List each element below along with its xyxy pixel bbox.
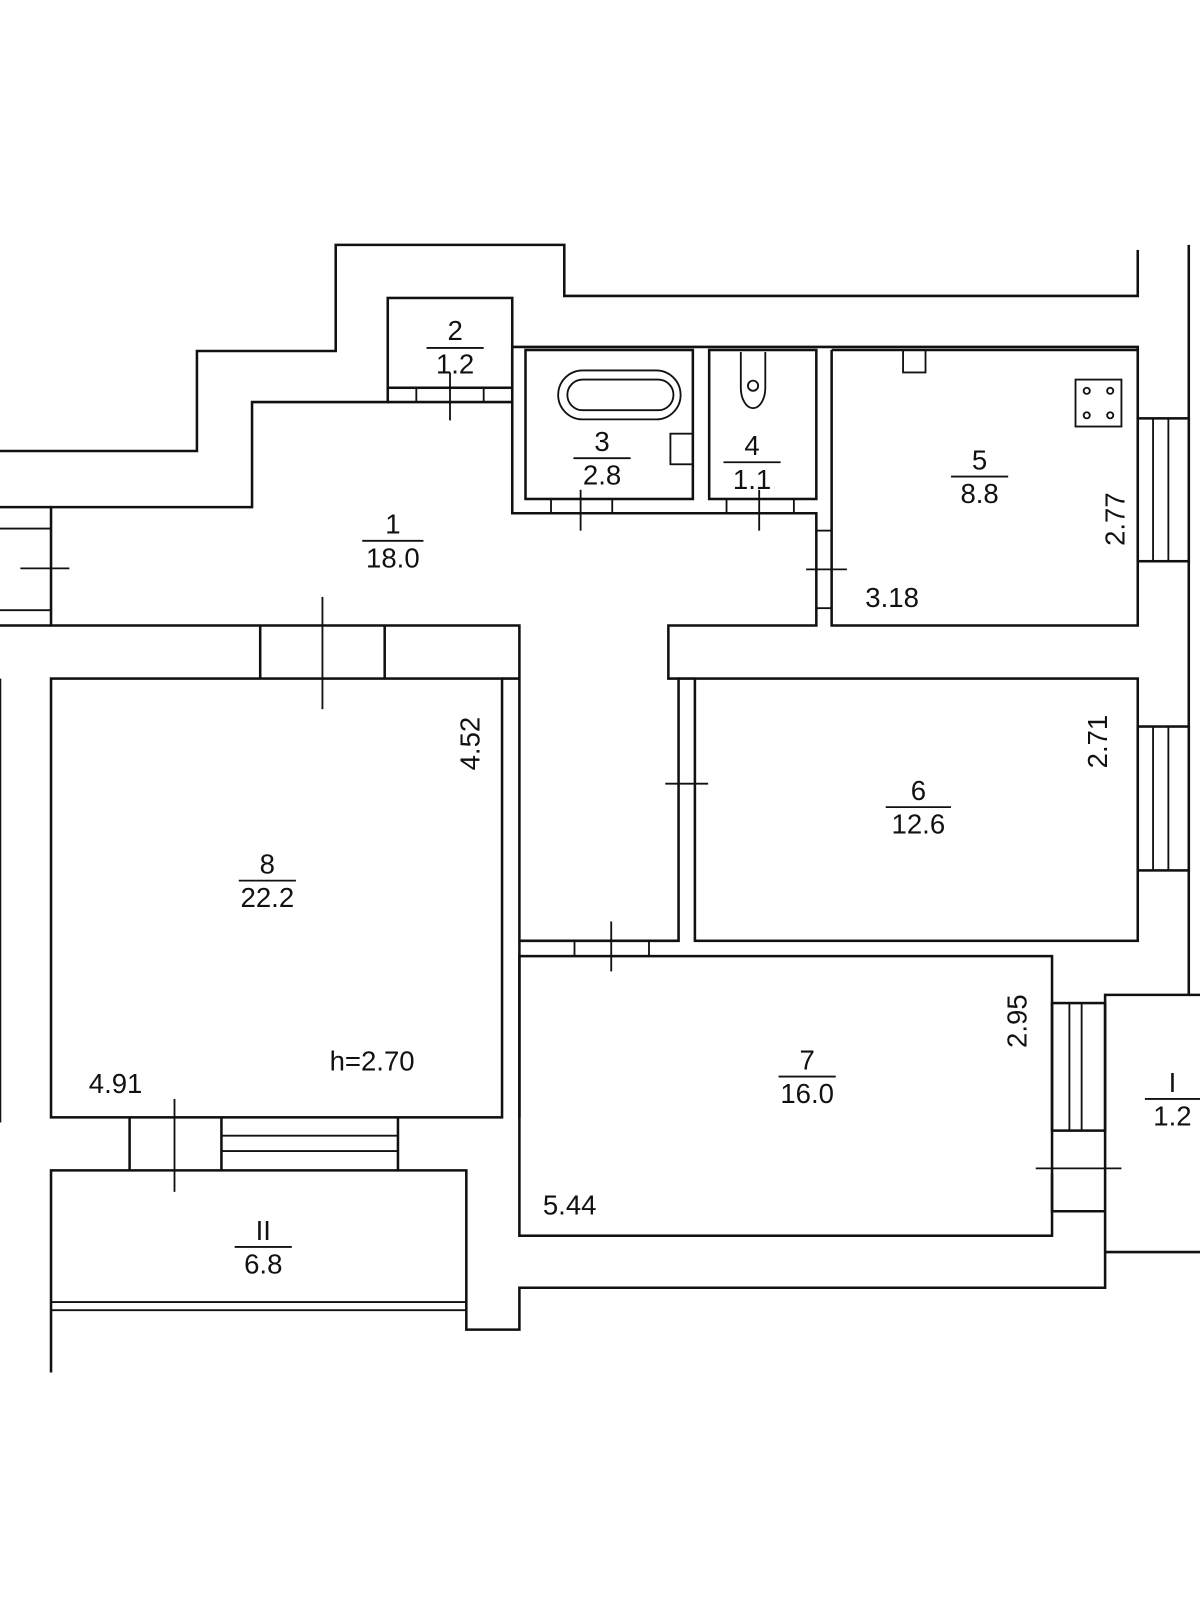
room-3-area: 2.8 xyxy=(583,460,621,491)
sink-icon xyxy=(669,432,694,466)
room-5-number: 5 xyxy=(972,444,987,475)
room-7-number: 7 xyxy=(799,1044,814,1075)
room-II-area: 6.8 xyxy=(244,1248,282,1279)
room-3-number: 3 xyxy=(594,426,609,457)
room-4-number: 4 xyxy=(744,430,759,461)
dimension-labels: 3.18 2.77 2.71 4.52 4.91 h=2.70 2.95 5.4… xyxy=(89,492,1131,1220)
room-6-area: 12.6 xyxy=(892,809,946,840)
room8-depth: 4.52 xyxy=(455,717,486,771)
kitchen-sink-icon xyxy=(902,349,927,374)
room-1-area: 18.0 xyxy=(366,542,420,573)
room5-depth: 2.77 xyxy=(1099,492,1130,546)
room-8-number: 8 xyxy=(260,848,275,879)
room8-width: 4.91 xyxy=(89,1068,143,1099)
door-swings xyxy=(20,372,1122,1192)
room-2-area: 1.2 xyxy=(436,348,474,379)
room-I-number: I xyxy=(1169,1067,1177,1098)
room-8-area: 22.2 xyxy=(241,882,295,913)
walls xyxy=(0,243,1200,1373)
room5-width: 3.18 xyxy=(865,582,919,613)
room6-depth: 2.71 xyxy=(1082,715,1113,769)
room-1-number: 1 xyxy=(385,509,400,540)
room-II-number: II xyxy=(256,1215,271,1246)
room-4-area: 1.1 xyxy=(733,464,771,495)
room-2-number: 2 xyxy=(447,315,462,346)
room-6-number: 6 xyxy=(911,775,926,806)
room7-width: 5.44 xyxy=(543,1189,597,1220)
bathtub-icon xyxy=(557,369,682,421)
room-I-area: 1.2 xyxy=(1153,1101,1191,1132)
room-5-area: 8.8 xyxy=(960,478,998,509)
ceiling-height: h=2.70 xyxy=(330,1045,415,1076)
room7-depth: 2.95 xyxy=(1002,994,1033,1048)
room-labels: 1 18.0 2 1.2 3 2.8 4 1.1 5 8.8 6 12.6 7 … xyxy=(234,315,1200,1279)
toilet-icon xyxy=(739,352,767,410)
stove-icon xyxy=(1074,378,1123,428)
room-7-area: 16.0 xyxy=(780,1078,834,1109)
